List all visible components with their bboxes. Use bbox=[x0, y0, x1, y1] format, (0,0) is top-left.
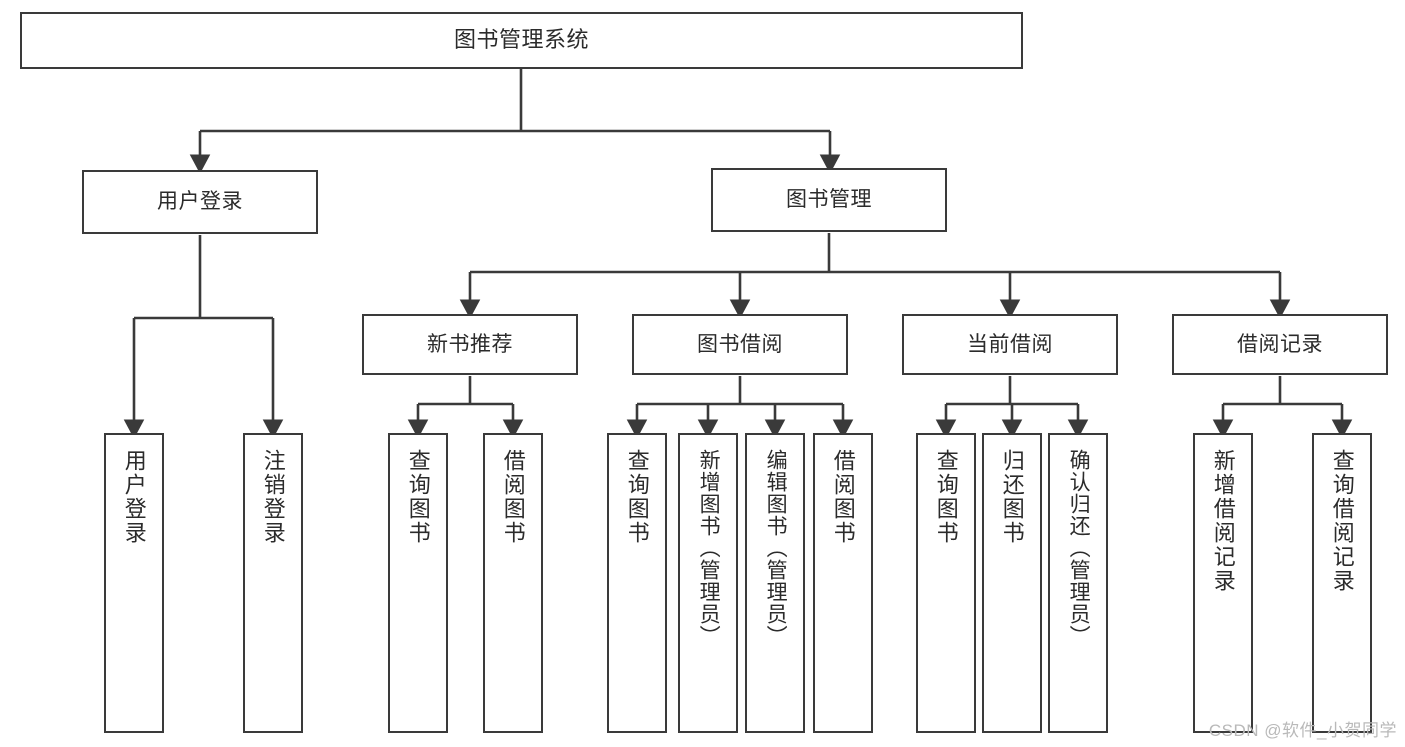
leaf-query-book-recommend[interactable]: 查询图书 bbox=[388, 433, 448, 733]
node-label: 图书管理系统 bbox=[453, 27, 589, 53]
leaf-query-book-current[interactable]: 查询图书 bbox=[916, 433, 976, 733]
leaf-return-book[interactable]: 归还图书 bbox=[982, 433, 1042, 733]
node-label: 注销登录 bbox=[260, 449, 286, 545]
node-label: 当前借阅 bbox=[967, 332, 1053, 356]
csdn-watermark: CSDN @软件_小贺同学 bbox=[1208, 721, 1397, 740]
node-label: 图书借阅 bbox=[697, 332, 783, 356]
node-new-book-recommend[interactable]: 新书推荐 bbox=[362, 314, 578, 375]
node-current-borrow[interactable]: 当前借阅 bbox=[902, 314, 1118, 375]
node-label: 借阅图书 bbox=[500, 449, 526, 545]
node-label: 查询图书 bbox=[933, 449, 959, 545]
leaf-edit-book-admin[interactable]: 编辑图书（管理员） bbox=[745, 433, 805, 733]
node-book-borrow[interactable]: 图书借阅 bbox=[632, 314, 848, 375]
node-user-login[interactable]: 用户登录 bbox=[82, 170, 318, 234]
node-label: 查询图书 bbox=[624, 449, 650, 545]
leaf-borrow-book-recommend[interactable]: 借阅图书 bbox=[483, 433, 543, 733]
node-label: 图书管理 bbox=[786, 188, 872, 212]
node-borrow-record[interactable]: 借阅记录 bbox=[1172, 314, 1388, 375]
node-label: 新增图书（管理员） bbox=[697, 449, 721, 647]
leaf-query-borrow-record[interactable]: 查询借阅记录 bbox=[1312, 433, 1372, 733]
node-label: 新书推荐 bbox=[427, 332, 513, 356]
node-label: 归还图书 bbox=[999, 449, 1025, 545]
leaf-user-login[interactable]: 用户登录 bbox=[104, 433, 164, 733]
leaf-add-book-admin[interactable]: 新增图书（管理员） bbox=[678, 433, 738, 733]
node-label: 查询图书 bbox=[405, 449, 431, 545]
leaf-query-book-borrow[interactable]: 查询图书 bbox=[607, 433, 667, 733]
node-label: 查询借阅记录 bbox=[1329, 449, 1355, 593]
node-root-book-management-system[interactable]: 图书管理系统 bbox=[20, 12, 1023, 69]
node-label: 用户登录 bbox=[121, 449, 147, 545]
leaf-confirm-return-admin[interactable]: 确认归还（管理员） bbox=[1048, 433, 1108, 733]
node-label: 借阅图书 bbox=[830, 449, 856, 545]
node-label: 编辑图书（管理员） bbox=[764, 449, 788, 647]
node-label: 借阅记录 bbox=[1237, 332, 1323, 356]
node-label: 新增借阅记录 bbox=[1210, 449, 1236, 593]
leaf-add-borrow-record[interactable]: 新增借阅记录 bbox=[1193, 433, 1253, 733]
leaf-borrow-book[interactable]: 借阅图书 bbox=[813, 433, 873, 733]
leaf-logout[interactable]: 注销登录 bbox=[243, 433, 303, 733]
node-label: 用户登录 bbox=[157, 190, 243, 214]
node-label: 确认归还（管理员） bbox=[1067, 449, 1091, 647]
node-book-management[interactable]: 图书管理 bbox=[711, 168, 947, 232]
